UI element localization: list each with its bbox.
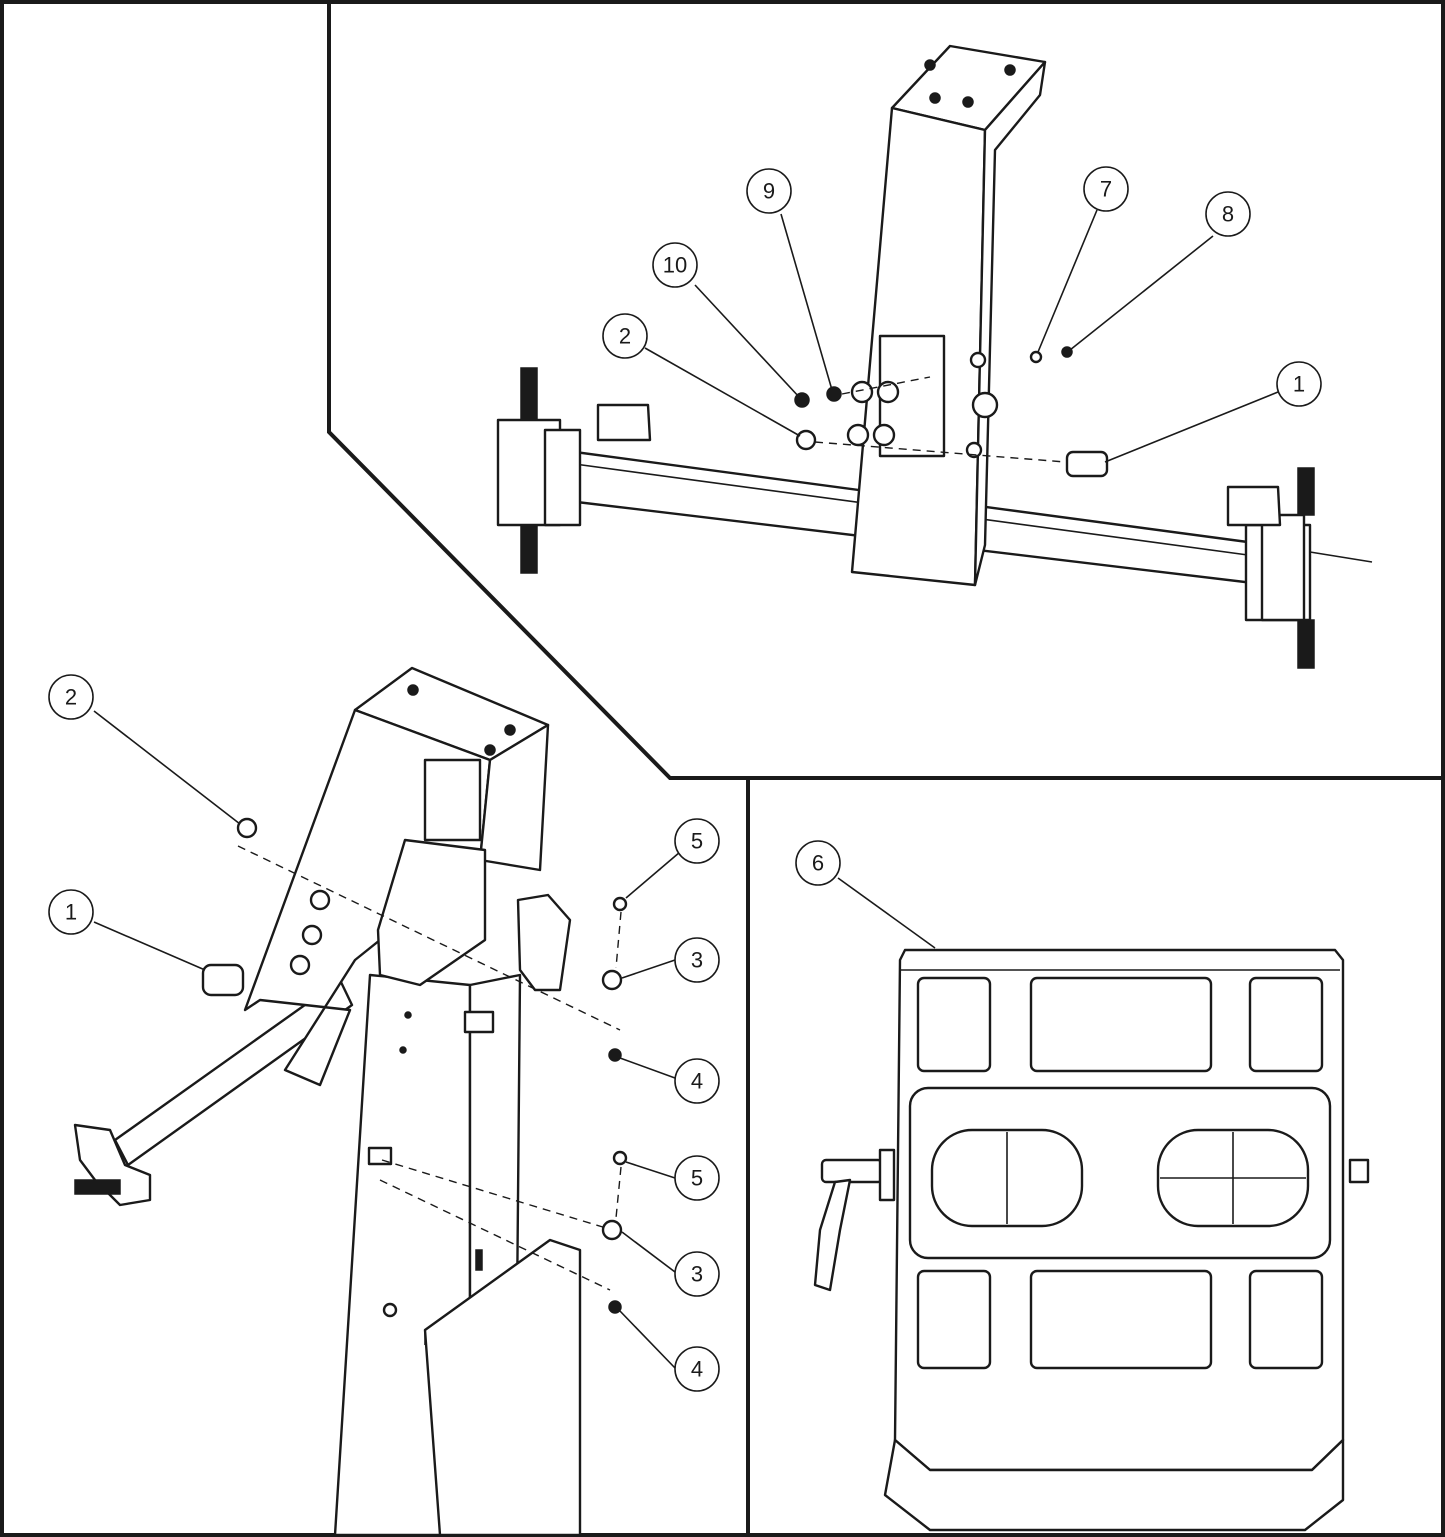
- left-panel-assembly: [73, 666, 628, 1537]
- svg-text:5: 5: [691, 829, 703, 854]
- callout-5-lower: 5: [674, 1155, 720, 1201]
- svg-text:4: 4: [691, 1357, 703, 1382]
- svg-text:6: 6: [812, 851, 824, 876]
- svg-text:8: 8: [1222, 202, 1234, 227]
- callout-10: 10: [652, 242, 698, 288]
- svg-text:9: 9: [763, 179, 775, 204]
- callout-5-upper: 5: [674, 818, 720, 864]
- callout-4-upper: 4: [674, 1058, 720, 1104]
- svg-text:7: 7: [1100, 177, 1112, 202]
- callout-6: 6: [795, 840, 841, 886]
- svg-text:10: 10: [663, 253, 687, 278]
- svg-text:1: 1: [65, 900, 77, 925]
- leader-lines: [93, 209, 1279, 1369]
- callout-3-upper: 3: [674, 937, 720, 983]
- callout-8: 8: [1205, 191, 1251, 237]
- svg-text:4: 4: [691, 1069, 703, 1094]
- callout-7: 7: [1083, 166, 1129, 212]
- top-panel-assembly: [496, 44, 1373, 669]
- callout-1-left: 1: [48, 889, 94, 935]
- svg-text:2: 2: [619, 324, 631, 349]
- callout-4-lower: 4: [674, 1346, 720, 1392]
- callout-3-lower: 3: [674, 1251, 720, 1297]
- svg-text:5: 5: [691, 1166, 703, 1191]
- callout-9: 9: [746, 168, 792, 214]
- svg-text:1: 1: [1293, 372, 1305, 397]
- svg-text:2: 2: [65, 685, 77, 710]
- callout-1-top: 1: [1276, 361, 1322, 407]
- svg-text:3: 3: [691, 1262, 703, 1287]
- svg-text:3: 3: [691, 948, 703, 973]
- callout-2-left: 2: [48, 674, 94, 720]
- work-light-assembly: [813, 948, 1370, 1532]
- callout-2-top: 2: [602, 313, 648, 359]
